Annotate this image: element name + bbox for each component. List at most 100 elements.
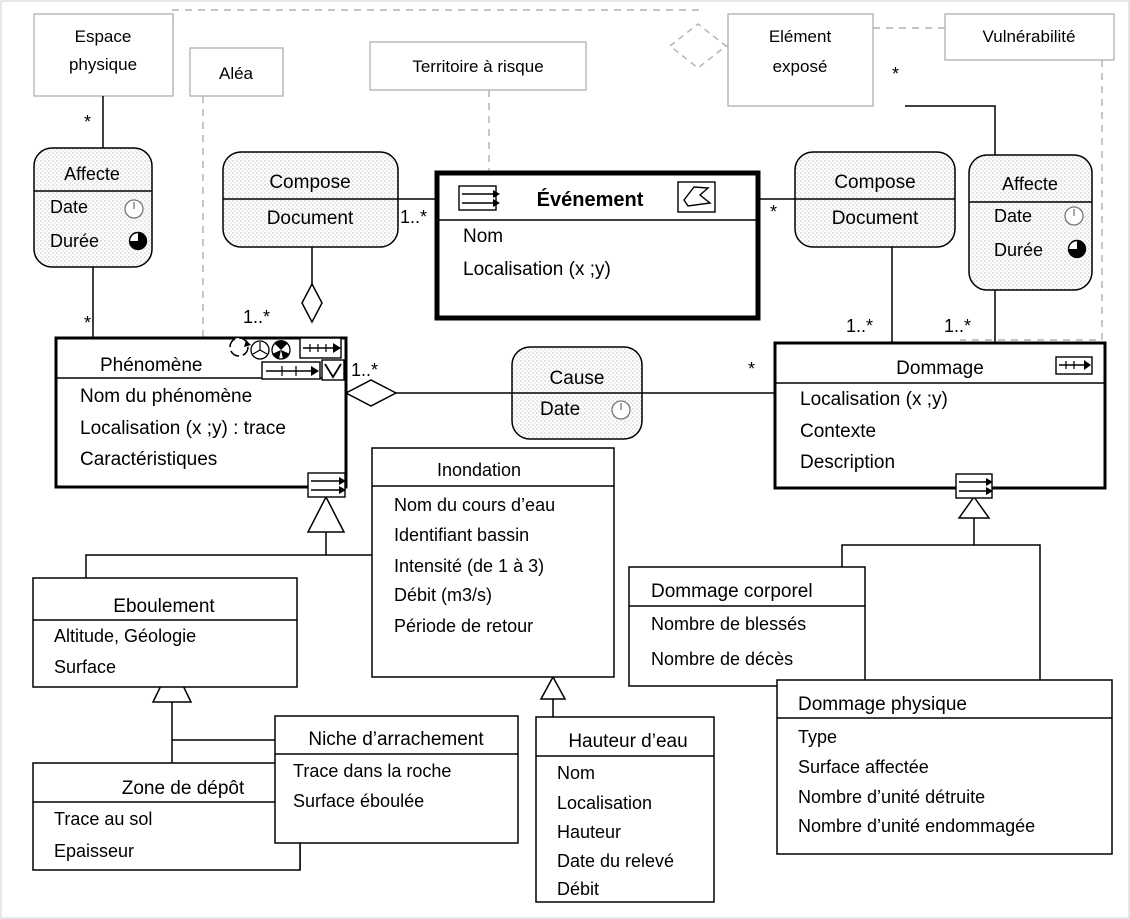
class-title: Hauteur d’eau (568, 731, 687, 752)
class-attr: Nom (557, 763, 595, 783)
class-attr: Débit (m3/s) (394, 585, 492, 605)
class-attr: Localisation (x ;y) : trace (80, 418, 286, 439)
ghost-vulnerabilite: Vulnérabilité (944, 13, 1115, 61)
assoc-attr-date: Date (994, 206, 1032, 226)
class-attr: Altitude, Géologie (54, 626, 196, 646)
class-title: Zone de dépôt (122, 778, 245, 799)
class-attr: Débit (557, 879, 599, 899)
class-attr: Trace au sol (54, 809, 152, 829)
class-attr: Nom du phénomène (80, 386, 252, 407)
multiplicity-label: 1..* (243, 307, 270, 327)
assoc-compose-right: Compose Document (794, 151, 956, 248)
ghost-element-line2: exposé (773, 57, 828, 76)
time-interval-icon (261, 361, 321, 380)
class-attr: Nombre d’unité détruite (798, 787, 985, 807)
assoc-compose-left: Compose Document (222, 151, 399, 248)
ghost-vulnerabilite-label: Vulnérabilité (983, 27, 1076, 46)
class-attr: Type (798, 727, 837, 747)
assoc-title: Affecte (64, 164, 120, 184)
time-arrow-icon (299, 337, 342, 359)
multiplicity-label: 1..* (846, 316, 873, 336)
ghost-territoire-label: Territoire à risque (412, 57, 543, 76)
inheritance-triangle-inondation (539, 675, 567, 700)
class-title: Événement (537, 188, 644, 211)
time-arrow-icon (955, 473, 993, 499)
radiation-icon (271, 340, 291, 360)
half-moon-icon (128, 231, 148, 251)
class-niche-arrachement: Niche d’arrachement Trace dans la roche … (274, 715, 519, 844)
class-title: Inondation (437, 460, 521, 480)
ghost-espace-line2: physique (69, 55, 137, 74)
assoc-affecte-right: Affecte Date Durée (968, 154, 1093, 291)
time-arrow-icon (1055, 356, 1093, 375)
polygon-pictogram-icon (677, 181, 716, 213)
assoc-title: Affecte (1002, 174, 1058, 194)
assoc-attr-date: Date (540, 399, 580, 420)
clock-icon (1064, 206, 1084, 226)
class-attr: Période de retour (394, 616, 533, 636)
class-attr: Surface (54, 657, 116, 677)
clock-icon (611, 400, 631, 420)
assoc-title: Cause (550, 368, 605, 389)
class-attr: Date du relevé (557, 851, 674, 871)
ghost-alea-label: Aléa (219, 64, 254, 83)
class-zone-depot: Zone de dépôt Trace au sol Epaisseur (32, 762, 301, 871)
class-inondation: Inondation Nom du cours d’eau Identifian… (371, 447, 615, 678)
inheritance-triangle-dommage (957, 495, 991, 519)
ghost-territoire: Territoire à risque (369, 41, 587, 91)
multiplicity-labels: * * 1..* 1..* * * 1..* 1..* 1..* * (84, 64, 971, 380)
assoc-attr-document: Document (832, 208, 919, 229)
multiplicity-label: * (892, 64, 899, 84)
multiplicity-label: * (84, 313, 91, 333)
aggregation-diamond-compose (301, 282, 323, 324)
clock-icon (124, 199, 144, 219)
multiplicity-label: * (84, 112, 91, 132)
class-attr: Epaisseur (54, 841, 134, 861)
class-attr: Intensité (de 1 à 3) (394, 556, 544, 576)
class-title: Dommage (896, 358, 984, 379)
ghost-alea: Aléa (189, 47, 284, 97)
class-hauteur-eau: Hauteur d’eau Nom Localisation Hauteur D… (535, 716, 715, 903)
class-attr: Surface affectée (798, 757, 929, 777)
class-attr: Nom du cours d’eau (394, 495, 555, 515)
class-title: Dommage corporel (651, 581, 813, 602)
class-title: Eboulement (113, 596, 215, 617)
class-attr: Description (800, 452, 895, 473)
time-arrow-icon (307, 472, 346, 498)
assoc-cause: Cause Date (511, 346, 643, 440)
ghost-links (172, 9, 1103, 341)
class-evenement: Événement Nom Localisation (x ;y) (434, 170, 761, 321)
class-phenomene: Phénomène Nom du phénomène Localisation … (54, 336, 348, 498)
multiplicity-label: * (748, 359, 755, 379)
time-arrow-icon (458, 185, 500, 211)
class-attr: Caractéristiques (80, 449, 217, 470)
multiplicity-label: * (770, 202, 777, 222)
class-title: Dommage physique (798, 694, 967, 715)
class-dommage-corporel: Dommage corporel Nombre de blessés Nombr… (628, 566, 866, 687)
assoc-title: Compose (269, 172, 350, 193)
assoc-affecte-left: Affecte Date Durée (33, 147, 153, 268)
class-attr: Contexte (800, 421, 876, 442)
multiplicity-label: 1..* (944, 316, 971, 336)
assoc-title: Compose (834, 172, 915, 193)
class-dommage: Dommage Localisation (x ;y) Contexte Des… (773, 341, 1107, 499)
class-eboulement: Eboulement Altitude, Géologie Surface (32, 577, 298, 688)
inheritance-triangle-phenomene (306, 495, 346, 533)
ghost-element-expose: Elément exposé (727, 13, 874, 107)
class-attr: Nombre d’unité endommagée (798, 816, 1035, 836)
class-attr: Localisation (x ;y) (463, 259, 611, 280)
class-attr: Trace dans la roche (293, 761, 451, 781)
process-icon (250, 340, 270, 360)
assoc-attr-document: Document (267, 208, 354, 229)
class-dommage-physique: Dommage physique Type Surface affectée N… (776, 679, 1113, 855)
cycle-icon (229, 337, 251, 357)
ghost-espace-physique: Espace physique (33, 13, 174, 97)
assoc-attr-duree: Durée (994, 240, 1043, 260)
ghost-diamond (668, 23, 728, 69)
class-attr: Nombre de décès (651, 649, 793, 669)
class-title: Niche d’arrachement (308, 729, 484, 750)
class-attr: Nom (463, 226, 503, 247)
assoc-attr-duree: Durée (50, 231, 99, 251)
